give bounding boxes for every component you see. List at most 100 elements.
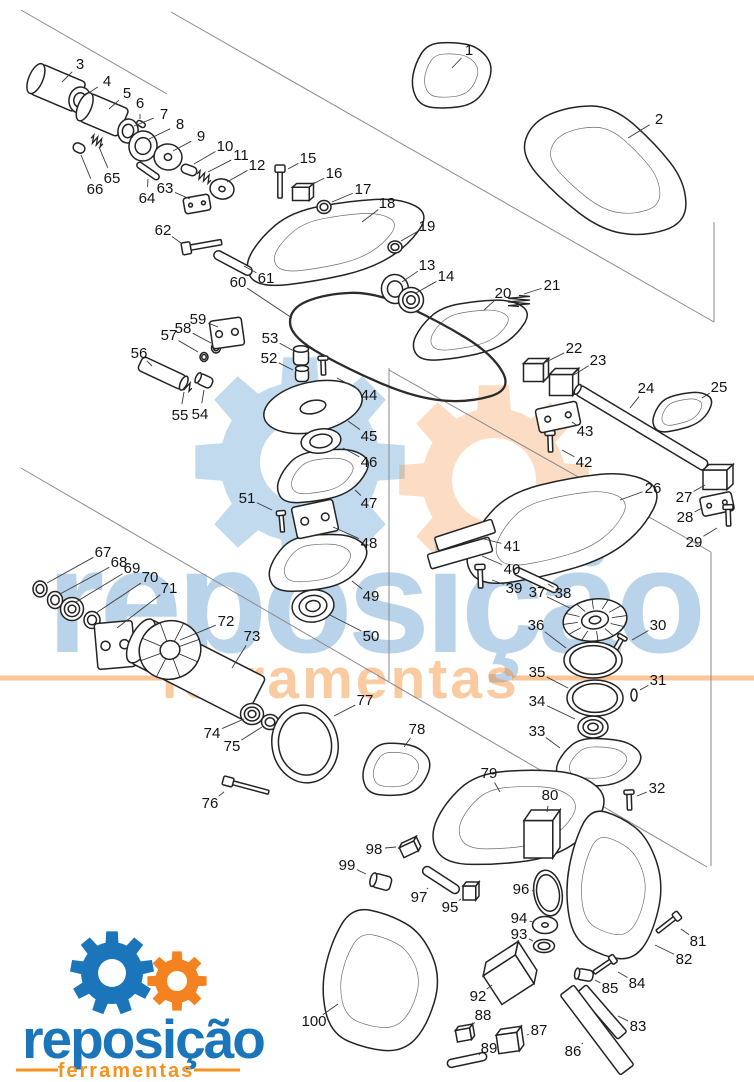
part-number-label: 70 xyxy=(142,569,159,586)
part-shape xyxy=(434,518,496,552)
leader-line xyxy=(401,270,419,283)
leader-line xyxy=(192,332,212,344)
leader-line xyxy=(279,342,295,352)
part-shape xyxy=(474,563,486,589)
leader-line xyxy=(529,920,534,923)
panel-line xyxy=(170,11,715,323)
part-shape xyxy=(263,379,363,435)
part-number-label: 95 xyxy=(442,899,459,916)
part-shape xyxy=(411,41,492,109)
part-shape xyxy=(562,597,628,643)
part-number-label: 43 xyxy=(577,423,594,440)
leader-line xyxy=(332,526,360,539)
part-number-label: 51 xyxy=(239,490,256,507)
part-number-label: 20 xyxy=(495,285,512,302)
leader-line xyxy=(384,846,397,849)
leader-line xyxy=(98,146,109,169)
part-shape xyxy=(290,181,316,203)
leader-line xyxy=(361,209,379,223)
leader-line xyxy=(59,566,110,595)
part-shape xyxy=(461,879,481,903)
gear-hole xyxy=(98,959,126,987)
part-shape xyxy=(482,939,538,1006)
part-number-label: 71 xyxy=(161,580,178,597)
leader-line xyxy=(243,265,257,274)
part-number-label: 84 xyxy=(629,975,646,992)
part-number-label: 76 xyxy=(202,795,219,812)
leader-line xyxy=(333,704,356,717)
leader-line xyxy=(322,1003,339,1016)
part-shape xyxy=(655,910,683,934)
part-shape xyxy=(180,238,223,256)
part-number-label: 98 xyxy=(366,841,383,858)
part-number-label: 26 xyxy=(645,480,662,497)
part-number-label: 50 xyxy=(363,628,380,645)
part-shape xyxy=(426,536,494,570)
leader-line xyxy=(627,124,650,139)
part-number-label: 10 xyxy=(217,138,234,155)
leader-line xyxy=(75,573,123,603)
part-number-label: 88 xyxy=(475,1007,492,1024)
leader-line xyxy=(116,594,161,629)
part-number-label: 64 xyxy=(139,190,156,207)
part-number-label: 59 xyxy=(190,311,207,328)
part-number-label: 66 xyxy=(87,181,104,198)
leader-line xyxy=(546,805,549,813)
part-number-label: 56 xyxy=(131,345,148,362)
part-number-label: 7 xyxy=(160,106,168,123)
leader-line xyxy=(545,352,565,363)
leader-line xyxy=(546,705,576,720)
part-number-label: 32 xyxy=(649,780,666,797)
part-shape xyxy=(275,509,287,533)
part-number-label: 97 xyxy=(411,889,428,906)
leader-line xyxy=(193,151,216,165)
part-number-label: 13 xyxy=(419,257,436,274)
part-shape xyxy=(369,872,393,891)
part-shape xyxy=(137,356,189,391)
part-number-label: 89 xyxy=(481,1040,498,1057)
part-shape xyxy=(221,775,270,795)
part-number-label: 60 xyxy=(230,274,247,291)
leader-line xyxy=(545,737,561,749)
part-number-label: 72 xyxy=(218,613,235,630)
part-shape xyxy=(136,119,146,129)
leader-line xyxy=(172,140,192,152)
part-number-label: 16 xyxy=(326,165,343,182)
part-shape xyxy=(180,163,198,177)
part-number-label: 65 xyxy=(104,170,121,187)
part-shape xyxy=(199,351,209,363)
brand-logo: reposição ferramentas xyxy=(16,931,266,1082)
part-shape xyxy=(90,132,104,150)
part-number-label: 94 xyxy=(511,910,528,927)
leader-line xyxy=(481,555,503,566)
leader-line xyxy=(451,57,462,69)
part-shape xyxy=(701,462,735,492)
leader-line xyxy=(278,362,294,371)
part-shape xyxy=(291,589,335,623)
leader-line xyxy=(108,99,120,110)
part-number-label: 18 xyxy=(379,195,396,212)
leader-line xyxy=(486,984,493,990)
leader-line xyxy=(354,489,362,496)
part-shape xyxy=(563,641,623,679)
leader-line xyxy=(208,322,219,328)
part-shape xyxy=(300,428,342,454)
part-shape xyxy=(59,596,85,622)
part-number-label: 36 xyxy=(528,617,545,634)
part-number-label: 93 xyxy=(511,926,528,943)
part-shape xyxy=(387,240,403,254)
part-number-label: 74 xyxy=(204,725,221,742)
part-shape xyxy=(72,142,86,154)
part-number-label: 48 xyxy=(361,535,378,552)
part-shape xyxy=(560,985,634,1075)
part-shape xyxy=(523,105,687,236)
logo-brand-text: reposição xyxy=(22,1008,264,1070)
leader-line xyxy=(241,726,263,741)
part-shape xyxy=(196,168,212,186)
part-shape xyxy=(194,371,214,389)
part-number-label: 45 xyxy=(361,428,378,445)
part-number-label: 44 xyxy=(361,387,378,404)
leader-line xyxy=(581,1042,584,1045)
part-number-label: 46 xyxy=(361,454,378,471)
leader-line xyxy=(342,447,360,458)
